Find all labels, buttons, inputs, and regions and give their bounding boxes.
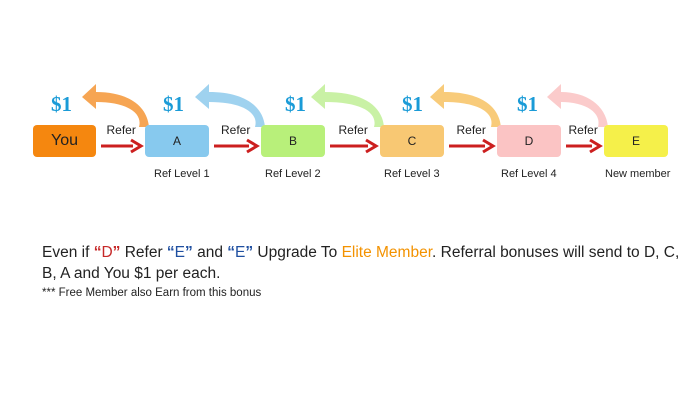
bonus-amount: $1: [285, 92, 306, 116]
member-box-c: C: [380, 125, 444, 157]
ref-level-label: Ref Level 1: [154, 168, 210, 180]
bonus-arrow: [195, 84, 265, 127]
ref-level-label: Ref Level 3: [384, 168, 440, 180]
bonus-amount: $1: [51, 92, 72, 116]
member-box-b: B: [261, 125, 325, 157]
refer-label: Refer: [221, 123, 251, 137]
member-d: D: [101, 244, 113, 261]
elite-member-text: Elite Member: [341, 244, 433, 261]
member-box-d: D: [497, 125, 561, 157]
member-box-a: A: [145, 125, 209, 157]
ref-level-label: Ref Level 2: [265, 168, 321, 180]
refer-arrow: [101, 138, 144, 154]
ref-level-label: New member: [605, 168, 671, 180]
refer-label: Refer: [456, 123, 486, 137]
refer-arrow: [566, 138, 603, 154]
refer-arrow: [449, 138, 496, 154]
refer-label: Refer: [106, 123, 136, 137]
member-box-you: You: [33, 125, 96, 157]
refer-label: Refer: [568, 123, 598, 137]
refer-arrow: [214, 138, 260, 154]
member-e: E: [235, 244, 246, 261]
explanation-text: Even if “D” Refer “E” and “E” Upgrade To…: [42, 244, 680, 282]
member-box-e: E: [604, 125, 668, 157]
bonus-arrow: [82, 84, 149, 127]
bonus-arrow: [547, 84, 608, 127]
bonus-arrow: [430, 84, 501, 127]
bonus-amount: $1: [517, 92, 538, 116]
ref-level-label: Ref Level 4: [501, 168, 557, 180]
bonus-amount: $1: [402, 92, 423, 116]
bonus-arrow: [311, 84, 384, 127]
refer-label: Refer: [338, 123, 368, 137]
free-member-note: *** Free Member also Earn from this bonu…: [42, 287, 262, 299]
bonus-amount: $1: [163, 92, 184, 116]
member-e: E: [174, 244, 186, 261]
refer-arrow: [330, 138, 379, 154]
